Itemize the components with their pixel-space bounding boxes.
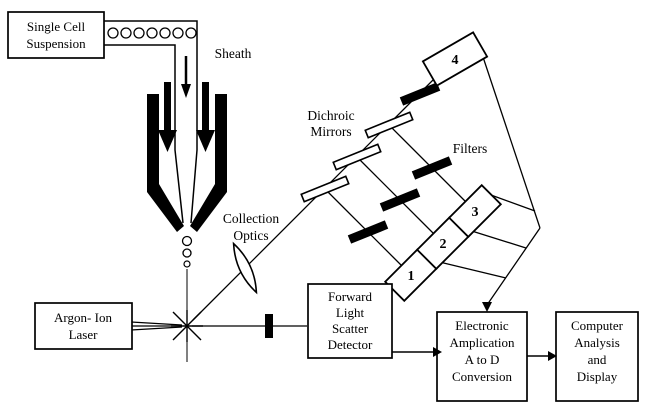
collection-lens-icon (232, 241, 258, 295)
nozzle-wall-left (147, 94, 184, 232)
collection-optics-label-line2: Optics (233, 228, 268, 243)
sample-tube (104, 20, 198, 224)
electronic-to-computer-arrow-head (548, 351, 557, 361)
cell-droplets-in-tube (107, 27, 197, 39)
electronic-line2: Amplication (450, 335, 515, 350)
computer-line1: Computer (571, 318, 624, 333)
sheath-arrow-right-shaft (202, 82, 209, 132)
cell-icon (159, 27, 171, 39)
filters-label: Filters (453, 141, 488, 156)
signal-arrows (392, 347, 557, 361)
cell-icon (146, 27, 158, 39)
detector-boxes (383, 31, 503, 303)
process-boxes: Single Cell Suspension Argon- Ion Laser … (7, 11, 639, 402)
bus-segment-bottom (486, 227, 541, 306)
laser-line2: Laser (69, 327, 99, 342)
droplet-icon (181, 235, 193, 247)
single-cell-line1: Single Cell (27, 19, 86, 34)
bus-stub-detector3 (490, 194, 536, 212)
detector-1-label: 1 (408, 269, 415, 284)
bus-arrow-head (482, 302, 492, 312)
tube-outline-right (104, 20, 198, 224)
filter-icon (399, 82, 441, 106)
cell-icon (185, 27, 197, 39)
electronic-line3: A to D (465, 352, 500, 367)
droplet-stream (181, 235, 193, 362)
collection-optics-label-line1: Collection (223, 211, 279, 226)
filter-icon (379, 188, 421, 212)
dichroic-mirror-icon (332, 143, 382, 171)
detector-box-4 (421, 31, 489, 87)
forward-line1: Forward (328, 289, 373, 304)
filter-icon (411, 156, 453, 180)
forward-scatter-detector-box (307, 283, 393, 359)
argon-ion-laser-box (34, 302, 133, 350)
nozzle-wall-right (190, 94, 227, 232)
detector-3-label: 3 (472, 205, 479, 220)
cell-icon (172, 27, 184, 39)
computer-analysis-box (555, 311, 639, 402)
forward-line4: Detector (328, 337, 373, 352)
dichroic-mirror-icon (364, 111, 414, 139)
laser-beam-line (130, 321, 183, 326)
computer-line2: Analysis (574, 335, 620, 350)
forward-to-electronic-arrow-head (433, 347, 442, 357)
laser-beam-line (130, 326, 183, 331)
bus-segment-top (478, 44, 541, 229)
single-cell-suspension-box (7, 11, 105, 59)
electronic-amplification-box (436, 311, 528, 402)
filter-icon (347, 220, 389, 244)
dichroic-mirrors-label-line2: Mirrors (310, 124, 351, 139)
dichroic-mirrors-label-line1: Dichroic (307, 108, 354, 123)
electronic-line4: Conversion (452, 369, 512, 384)
cell-icon (107, 27, 119, 39)
cell-icon (133, 27, 145, 39)
single-cell-line2: Suspension (26, 36, 86, 51)
dichroic-mirrors (300, 111, 414, 203)
filters (347, 82, 453, 244)
detector-signal-bus (426, 44, 541, 306)
sample-flow-arrow-head (181, 84, 191, 98)
electronic-line1: Electronic (455, 318, 509, 333)
computer-line4: Display (577, 369, 618, 384)
sheath-arrow-left-head (158, 130, 177, 152)
droplet-icon (182, 248, 192, 258)
detector-2-label: 2 (440, 237, 447, 252)
tube-outline-left (104, 44, 184, 224)
cell-icon (120, 27, 132, 39)
sheath-arrow-left-shaft (164, 82, 171, 132)
dichroic-mirror-icon (300, 175, 350, 203)
sheath-label: Sheath (215, 46, 252, 61)
interrogation-starburst-icon (171, 310, 203, 342)
forward-line3: Scatter (332, 321, 369, 336)
sheath-nozzle (147, 82, 227, 232)
detector-box-3 (447, 183, 503, 239)
forward-line2: Light (336, 305, 365, 320)
beam-stop-icon (265, 314, 273, 338)
detector-4-label: 4 (452, 53, 459, 68)
laser-line1: Argon- Ion (54, 310, 112, 325)
computer-line3: and (588, 352, 607, 367)
sheath-arrow-right-head (196, 130, 215, 152)
droplet-icon (183, 260, 191, 268)
